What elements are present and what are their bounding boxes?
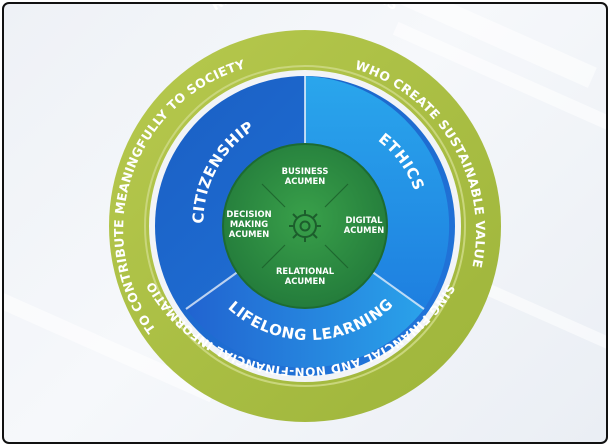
gear-network-icon <box>289 210 321 242</box>
svg-text:ACUMEN: ACUMEN <box>344 225 385 235</box>
core-label-relational: RELATIONAL ACUMEN <box>276 266 335 286</box>
core-dividers <box>261 183 349 269</box>
svg-text:ACUMEN: ACUMEN <box>285 276 326 286</box>
svg-text:DIGITAL: DIGITAL <box>346 215 384 225</box>
green-core <box>222 143 388 309</box>
svg-text:DECISION: DECISION <box>226 209 271 219</box>
svg-text:RELATIONAL: RELATIONAL <box>276 266 335 276</box>
svg-text:MAKING: MAKING <box>230 219 268 229</box>
svg-text:ACUMEN: ACUMEN <box>229 229 270 239</box>
core-label-decision: DECISION MAKING ACUMEN <box>226 209 271 239</box>
core-label-digital: DIGITAL ACUMEN <box>344 215 385 235</box>
outer-ring-label-responsible: RESPONSIBLE LEADERS <box>209 4 401 14</box>
svg-text:BUSINESS: BUSINESS <box>282 166 329 176</box>
outer-ring-inner-band <box>144 65 466 387</box>
competency-diagram: RESPONSIBLE LEADERS WHO CREATE SUSTAINAB… <box>4 4 606 422</box>
core-label-business: BUSINESS ACUMEN <box>282 166 329 186</box>
svg-text:ACUMEN: ACUMEN <box>285 176 326 186</box>
